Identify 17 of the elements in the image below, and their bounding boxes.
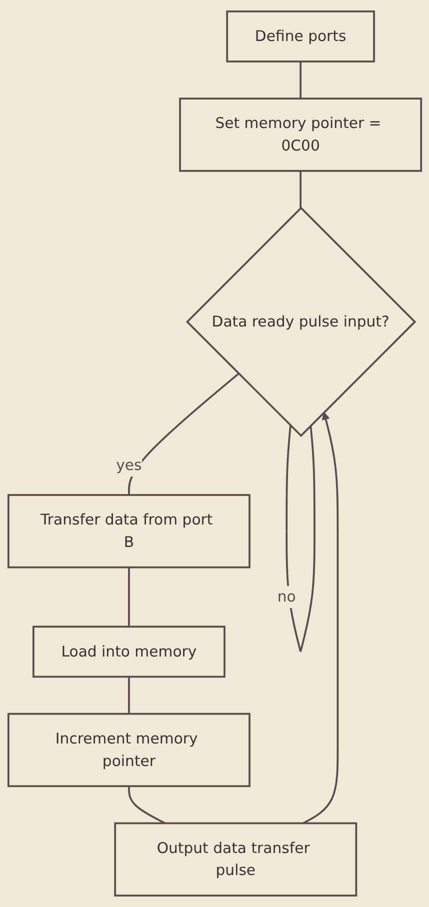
node-box: Load into memory — [32, 626, 226, 678]
node-box: Output data transfer pulse — [114, 822, 357, 896]
node-box: Increment memory pointer — [7, 712, 250, 788]
arrow — [302, 412, 338, 824]
node-box: Set memory pointer = 0C00 — [178, 98, 422, 172]
connector — [285, 426, 316, 652]
node-diamond: Data ready pulse input? — [186, 206, 416, 437]
edge-label: no — [277, 588, 296, 606]
node-box: Define ports — [226, 10, 375, 62]
node-box: Transfer data from port B — [7, 494, 250, 568]
connector — [128, 567, 130, 627]
edge-label: yes — [116, 456, 142, 474]
connector — [299, 62, 302, 99]
connector — [128, 676, 130, 714]
connector — [299, 170, 302, 208]
connector — [128, 786, 166, 824]
connector — [128, 372, 239, 495]
